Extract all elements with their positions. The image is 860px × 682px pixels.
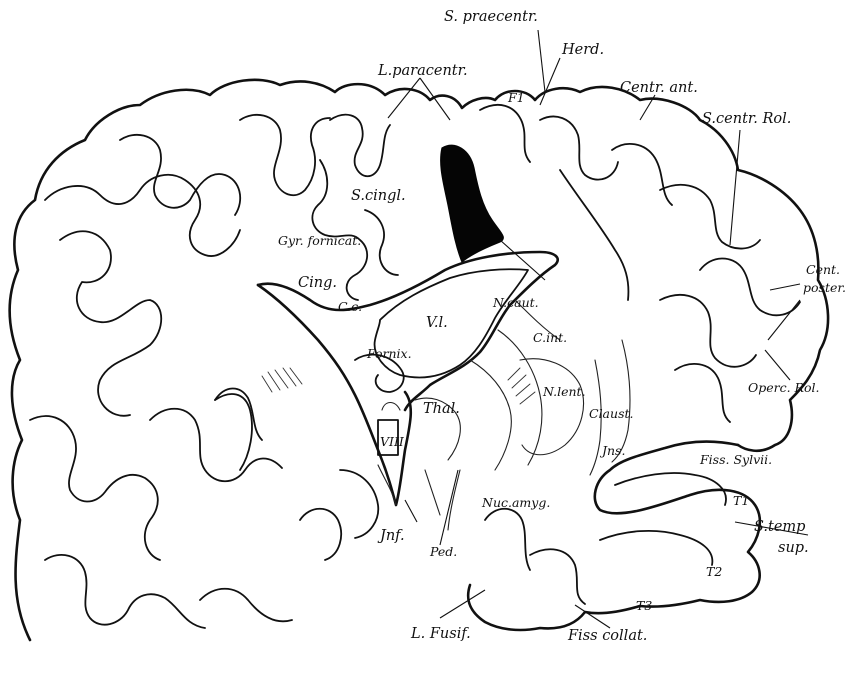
label-l-paracentr: L.paracentr.	[377, 63, 468, 79]
label-nuc-amyg: Nuc.amyg.	[481, 495, 550, 510]
label-thal: Thal.	[423, 401, 460, 417]
label-cent-poster-1: Cent.	[806, 262, 840, 277]
label-t3: T3	[636, 598, 652, 613]
left-hippocampus-curve	[340, 470, 378, 538]
label-cent-poster-2: poster.	[803, 280, 846, 295]
label-centr-ant: Centr. ant.	[620, 80, 698, 96]
label-s-praecentr: S. praecentr.	[444, 9, 538, 25]
label-oper-rol: Operc. Rol.	[748, 380, 819, 395]
left-temporal-blob-2	[300, 509, 341, 560]
label-fiss-sylvii: Fiss. Sylvii.	[699, 452, 772, 467]
left-gyri-inner-4	[240, 115, 330, 195]
label-herd: Herd.	[561, 42, 604, 58]
label-jnf: Jnf.	[377, 528, 405, 544]
cortex-outer-outline	[10, 80, 829, 640]
label-s-temp-sup-1: S.temp	[754, 519, 805, 535]
right-gyri-inner-1	[480, 105, 530, 162]
label-vl: V.l.	[426, 315, 448, 331]
left-gyri-inner-5	[30, 416, 160, 560]
right-temporal-inner-4	[485, 509, 530, 570]
lentiform-nucleus-outline	[520, 359, 584, 455]
right-gyri-inner-6	[660, 295, 756, 367]
left-gyri-inner-2	[45, 175, 240, 256]
right-gyri-inner-8	[560, 170, 628, 300]
right-temporal-inner-2	[600, 531, 712, 565]
label-jns: Jns.	[599, 443, 625, 458]
label-fornix: Fornix.	[366, 346, 412, 361]
left-gyri-inner-7	[150, 409, 282, 482]
paracentral-lobule	[330, 115, 390, 177]
internal-capsule-line-2	[498, 330, 542, 465]
right-gyri-inner-7	[675, 364, 730, 422]
right-gyri-inner-4	[660, 185, 760, 249]
left-gyri-inner-8	[200, 589, 292, 622]
ped-line-2	[425, 470, 440, 515]
label-s-temp-sup-2: sup.	[778, 540, 809, 556]
right-temporal-inner-3	[530, 549, 585, 604]
lateral-ventricle-dark	[441, 145, 504, 262]
label-cc: C.c.	[338, 299, 362, 314]
gyr-fornicatus	[365, 210, 398, 275]
label-s-cingl: S.cingl.	[351, 188, 406, 204]
label-t2: T2	[706, 564, 722, 579]
label-n-caud: N.caut.	[492, 295, 539, 310]
left-temporal-blob-1	[215, 394, 252, 470]
striae-hatching-right	[508, 368, 535, 404]
peduncle-line	[448, 470, 460, 530]
label-s-centr-rol: S.centr. Rol.	[702, 111, 791, 127]
label-ped: Ped.	[429, 544, 457, 559]
third-ventricle-lines	[378, 403, 400, 506]
label-n-lent: N.lent.	[542, 384, 586, 399]
label-t1: T1	[733, 493, 749, 508]
label-gyr-fornicat: Gyr. fornicat.	[278, 233, 361, 248]
right-gyri-inner-3	[612, 144, 672, 205]
left-gyri-inner-6	[45, 555, 205, 628]
right-gyri-inner-2	[540, 116, 618, 179]
ventricle-inner-outline	[375, 269, 528, 377]
label-claust: Claust.	[589, 406, 633, 421]
left-gyri-inner-3	[120, 135, 240, 215]
label-fiss-collat: Fiss collat.	[567, 628, 647, 644]
label-f1: F1	[507, 90, 525, 105]
internal-capsule-line-1	[470, 360, 511, 470]
left-gyri-inner-1	[60, 231, 161, 415]
fornix-and-third-ventricle	[258, 285, 411, 505]
label-viii: VIII	[380, 434, 405, 449]
label-cing: Cing.	[298, 275, 337, 291]
striae-hatching-left	[262, 368, 302, 392]
label-l-fusif: L. Fusif.	[410, 626, 471, 642]
label-c-int: C.int.	[533, 330, 567, 345]
